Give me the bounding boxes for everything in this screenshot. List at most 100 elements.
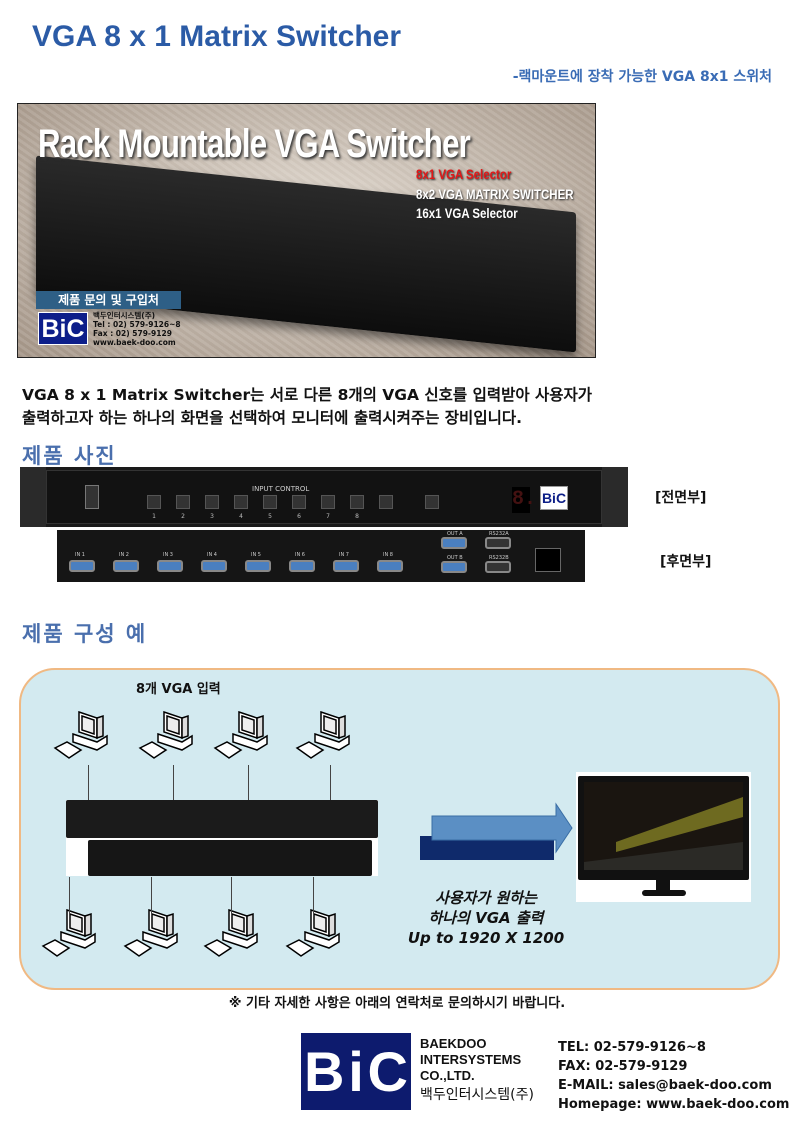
- vga-port: [333, 560, 359, 572]
- vga-port: [289, 560, 315, 572]
- input-button-number: 1: [152, 513, 156, 520]
- homepage-link[interactable]: Homepage: www.baek-doo.com: [558, 1097, 790, 1112]
- inputs-label: 8개 VGA 입력: [136, 682, 221, 697]
- company-line: BAEKDOO: [420, 1036, 487, 1051]
- cable: [151, 877, 152, 917]
- input-button: [321, 495, 335, 509]
- description-line: VGA 8 x 1 Matrix Switcher는 서로 다른 8개의 VGA…: [22, 386, 593, 404]
- banner-headline: Rack Mountable VGA Switcher: [38, 122, 471, 166]
- computer-icon: [211, 708, 273, 770]
- rack-ear: [20, 467, 46, 527]
- cable: [330, 765, 331, 801]
- device-rear: [88, 840, 372, 876]
- device-front: [66, 800, 378, 838]
- vga-port: [245, 560, 271, 572]
- banner-line: 16x1 VGA Selector: [416, 205, 518, 221]
- page-subtitle: -랙마운트에 장착 가능한 VGA 8x1 스위처: [512, 69, 772, 85]
- computer-icon: [121, 906, 183, 968]
- contact-line: 백두인터시스템(주): [93, 311, 156, 320]
- computer-icon: [201, 906, 263, 968]
- bic-logo: BiC: [38, 312, 88, 345]
- input-button-number: 8: [355, 513, 359, 520]
- company-line: 백두인터시스템(주): [420, 1087, 534, 1103]
- input-port-label: IN 1: [75, 552, 85, 558]
- vga-port: [441, 537, 467, 549]
- vga-port: [157, 560, 183, 572]
- company-line: CO.,LTD.: [420, 1068, 475, 1083]
- input-port-label: IN 4: [207, 552, 217, 558]
- arrow-right-icon: [420, 802, 573, 860]
- input-port-label: IN 6: [295, 552, 305, 558]
- input-button-number: 4: [239, 513, 243, 520]
- computer-icon: [293, 708, 355, 770]
- input-button: [234, 495, 248, 509]
- logo-letter: C: [367, 1036, 408, 1107]
- computer-icon: [283, 906, 345, 968]
- caption-line: 사용자가 원하는: [435, 889, 537, 907]
- vga-port: [441, 561, 467, 573]
- cable: [173, 765, 174, 801]
- input-port-label: IN 8: [383, 552, 393, 558]
- section-heading-example: 제품 구성 예: [22, 622, 148, 646]
- section-heading-photos: 제품 사진: [22, 444, 117, 468]
- input-button: [263, 495, 277, 509]
- input-button-number: 2: [181, 513, 185, 520]
- serial-port: [485, 561, 511, 573]
- segment-display: 8.: [512, 487, 537, 513]
- computer-icon: [51, 708, 113, 770]
- input-button: [176, 495, 190, 509]
- configuration-diagram: 8개 VGA 입력 사용자가 원하는 하나의 VGA 출력 Up to 1920…: [19, 668, 780, 990]
- front-panel-face: INPUT CONTROL 1 2 3 4 5 6 7 8 8. BiC: [46, 470, 602, 524]
- banner-contact-heading: 제품 문의 및 구입처: [36, 291, 181, 309]
- front-label: [전면부]: [655, 490, 707, 506]
- banner-contact: 제품 문의 및 구입처 BiC 백두인터시스템(주) Tel : 02) 579…: [36, 291, 181, 347]
- company-name: BAEKDOO INTERSYSTEMS CO.,LTD. 백두인터시스템(주): [420, 1036, 534, 1104]
- caption-line: Up to 1920 X 1200: [407, 929, 565, 947]
- computer-icon: [39, 906, 101, 968]
- input-port-label: IN 7: [339, 552, 349, 558]
- contact-line: Tel : 02) 579-9126~8: [93, 320, 181, 329]
- input-control-label: INPUT CONTROL: [252, 485, 310, 493]
- cable: [69, 877, 70, 917]
- phone: TEL: 02-579-9126~8: [558, 1040, 706, 1055]
- input-port-label: IN 3: [163, 552, 173, 558]
- cable: [231, 877, 232, 917]
- power-switch: [85, 485, 99, 509]
- cable: [313, 877, 314, 917]
- banner-line: 8x1 VGA Selector: [416, 166, 512, 182]
- input-button-number: 5: [268, 513, 272, 520]
- input-button-number: 3: [210, 513, 214, 520]
- contact-info: TEL: 02-579-9126~8 FAX: 02-579-9129 E-MA…: [558, 1038, 789, 1114]
- monitor-icon: [576, 772, 751, 902]
- cable: [248, 765, 249, 801]
- input-button: [350, 495, 364, 509]
- company-line: INTERSYSTEMS: [420, 1052, 522, 1067]
- extra-button: [379, 495, 393, 509]
- page-title: VGA 8 x 1 Matrix Switcher: [32, 20, 402, 53]
- email-link[interactable]: E-MAIL: sales@baek-doo.com: [558, 1078, 772, 1093]
- extra-button: [425, 495, 439, 509]
- output-caption: 사용자가 원하는 하나의 VGA 출력 Up to 1920 X 1200: [386, 888, 586, 948]
- serial-port: [485, 537, 511, 549]
- vga-port: [113, 560, 139, 572]
- cable: [88, 765, 89, 801]
- rack-ear: [602, 467, 628, 527]
- input-button: [205, 495, 219, 509]
- description-line: 출력하고자 하는 하나의 화면을 선택하여 모니터에 출력시켜주는 장비입니다.: [22, 409, 522, 427]
- caption-line: 하나의 VGA 출력: [428, 909, 544, 927]
- contact-note: ※ 기타 자세한 사항은 아래의 연락처로 문의하시기 바랍니다.: [228, 996, 566, 1011]
- output-port-label: OUT B: [447, 555, 463, 561]
- contact-line: Fax : 02) 579-9129: [93, 329, 172, 338]
- logo-letter: i: [347, 1036, 365, 1107]
- front-panel-photo: INPUT CONTROL 1 2 3 4 5 6 7 8 8. BiC: [20, 467, 628, 527]
- bic-logo: BiC: [540, 486, 568, 510]
- switcher-device: [66, 800, 378, 876]
- vga-port: [377, 560, 403, 572]
- vga-port: [69, 560, 95, 572]
- input-button: [147, 495, 161, 509]
- vga-port: [201, 560, 227, 572]
- input-button-number: 7: [326, 513, 330, 520]
- rear-label: [후면부]: [660, 554, 712, 570]
- input-button-number: 6: [297, 513, 301, 520]
- bic-logo: B i C: [301, 1033, 411, 1110]
